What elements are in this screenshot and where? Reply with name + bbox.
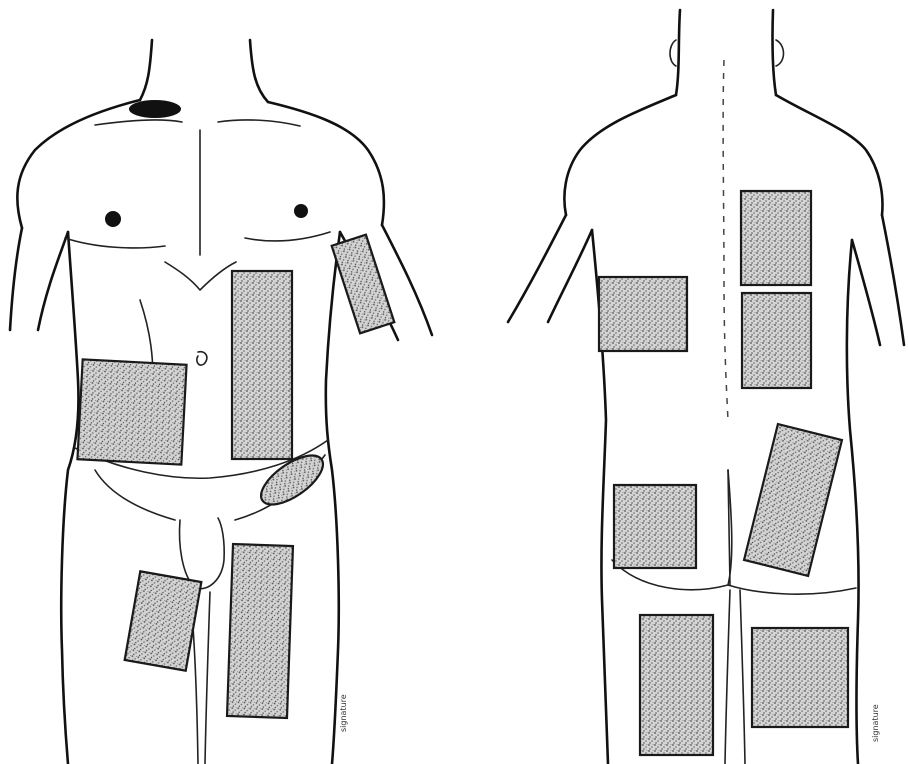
back-patch-upper-right-1: [741, 191, 811, 285]
front-neck-wound: [129, 100, 181, 118]
front-torso-left-side: [61, 232, 78, 764]
back-neck-left: [676, 10, 680, 95]
back-spine: [723, 60, 728, 420]
back-body-view: signature: [508, 10, 904, 764]
back-patch-mid-left: [599, 277, 687, 351]
front-left-nipple: [105, 211, 121, 227]
back-inner-leg-left: [725, 590, 730, 764]
front-pectoral-left: [65, 238, 165, 248]
back-left-arm-inner: [548, 230, 592, 322]
back-patch-buttock-left: [614, 485, 696, 568]
back-artist-signature: signature: [871, 704, 880, 742]
back-left-shoulder: [564, 95, 676, 215]
back-inner-leg-right: [740, 590, 745, 764]
front-patch-right-thigh: [227, 544, 293, 718]
front-navel: [197, 352, 207, 365]
back-patch-thigh-right: [752, 628, 848, 727]
front-genitals: [180, 518, 225, 589]
back-right-arm-inner: [852, 240, 880, 345]
back-patch-upper-right-2: [742, 293, 811, 388]
front-right-shoulder: [268, 102, 384, 225]
back-left-arm-outer: [508, 215, 566, 322]
front-clavicle-left: [95, 120, 182, 125]
front-inner-leg-right: [205, 592, 210, 764]
front-clavicle-right: [218, 120, 300, 126]
front-ribcage: [165, 262, 236, 290]
back-patch-lower-right-oblique: [744, 424, 842, 576]
front-neck-left: [140, 40, 152, 100]
front-patch-abdomen-left: [77, 359, 186, 464]
front-patch-chest-right: [232, 271, 292, 459]
front-artist-signature: signature: [339, 694, 348, 732]
front-left-shoulder: [17, 100, 140, 228]
front-groin-left: [95, 470, 175, 520]
back-patch-thigh-left: [640, 615, 713, 755]
front-neck-right: [250, 40, 268, 102]
front-torso-right-side: [326, 232, 340, 764]
front-body-view: signature: [10, 40, 432, 764]
front-left-arm-outer: [10, 228, 22, 330]
front-patch-right-arm: [332, 235, 395, 334]
front-left-arm-inner: [38, 232, 68, 330]
back-left-ear: [670, 40, 676, 66]
back-right-ear: [776, 40, 784, 66]
back-buttock-right: [728, 585, 856, 594]
front-pectoral-right: [245, 232, 330, 241]
back-right-arm-outer: [882, 215, 904, 345]
back-neck-right: [772, 10, 776, 95]
front-right-nipple: [294, 204, 308, 218]
front-patch-left-thigh: [125, 571, 202, 670]
